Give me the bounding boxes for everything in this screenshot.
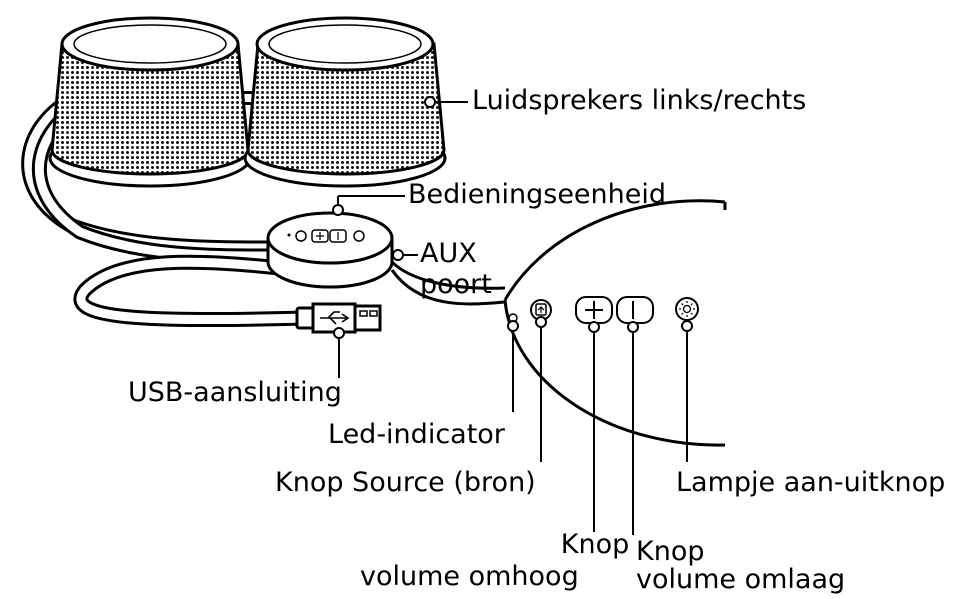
- control-unit: [266, 211, 394, 289]
- label-vol-down-line2: volume omlaag: [636, 564, 846, 595]
- label-control-unit: Bedieningseenheid: [408, 179, 667, 210]
- minus-icon: [616, 296, 654, 324]
- label-source: Knop Source (bron): [275, 467, 536, 498]
- light-icon: [675, 297, 699, 321]
- label-vol-up-line1: Knop: [560, 529, 630, 560]
- leader-lines: [332, 96, 693, 535]
- label-light: Lampje aan-uitknop: [676, 467, 946, 498]
- label-aux-line1: AUX: [420, 238, 477, 269]
- speaker-right: [243, 16, 447, 188]
- label-aux-line2: poort: [420, 269, 492, 300]
- speaker-left: [48, 16, 252, 188]
- label-led: Led-indicator: [328, 419, 505, 450]
- usb-plug: [295, 302, 382, 334]
- label-speakers: Luidsprekers links/rechts: [472, 85, 807, 116]
- plus-icon: [575, 296, 613, 324]
- label-usb: USB-aansluiting: [128, 377, 342, 408]
- label-vol-up-line2: volume omhoog: [360, 561, 579, 592]
- label-vol-down-line1: Knop: [636, 536, 705, 567]
